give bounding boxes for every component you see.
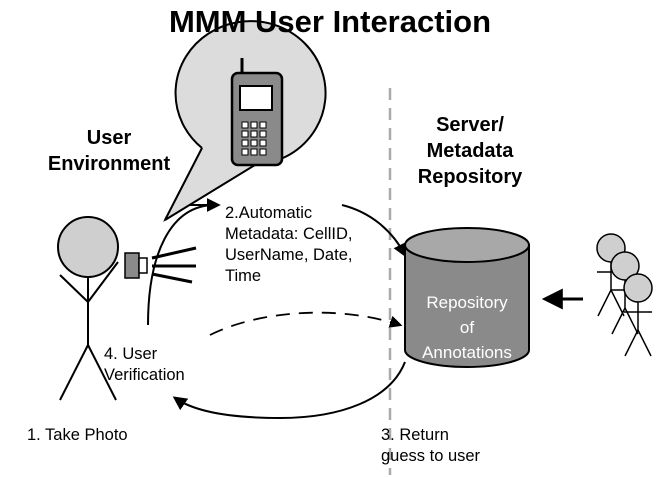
repository-label: Repository of Annotations (405, 290, 529, 365)
return-arrow (172, 361, 406, 420)
step-4-line1: 4. User (104, 345, 158, 363)
repository-line1: Repository (426, 293, 508, 312)
repository-line2: of (459, 318, 475, 337)
step-automatic-metadata: 2.Automatic Metadata: CellID, UserName, … (225, 203, 352, 287)
server-line2: Metadata (426, 140, 514, 162)
server-heading: Server/ Metadata Repository (400, 112, 540, 190)
user-environment-line1: User (86, 127, 132, 149)
metadata-arrow (147, 204, 216, 326)
user-environment-line2: Environment (47, 153, 171, 175)
user-environment-heading: User Environment (44, 125, 174, 177)
stick-figure-icon (57, 216, 119, 401)
step-return-guess: 3. Return guess to user (381, 425, 480, 467)
stick-figure-group-icon (596, 233, 653, 357)
database-cylinder-icon (404, 227, 530, 368)
metadata-to-repository-arrow (341, 204, 407, 258)
step-2-line4: Time (225, 267, 262, 285)
page-title: MMM User Interaction (168, 4, 492, 39)
step-take-photo: 1. Take Photo (27, 426, 128, 444)
step-3-line2: guess to user (381, 447, 481, 465)
camera-phone-icon (124, 246, 197, 284)
step-4-line2: Verification (104, 366, 185, 384)
step-user-verification: 4. User Verification (104, 344, 185, 386)
dashed-arrow (209, 311, 403, 336)
step-2-line3: UserName, Date, (225, 246, 353, 264)
server-line1: Server/ (436, 114, 504, 136)
step-3-line1: 3. Return (381, 426, 449, 444)
step-2-line2: Metadata: CellID, (225, 225, 353, 243)
server-line3: Repository (417, 166, 523, 188)
step-2-line1: 2.Automatic (225, 204, 313, 222)
phone-icon (230, 58, 284, 167)
repository-line3: Annotations (422, 343, 512, 362)
